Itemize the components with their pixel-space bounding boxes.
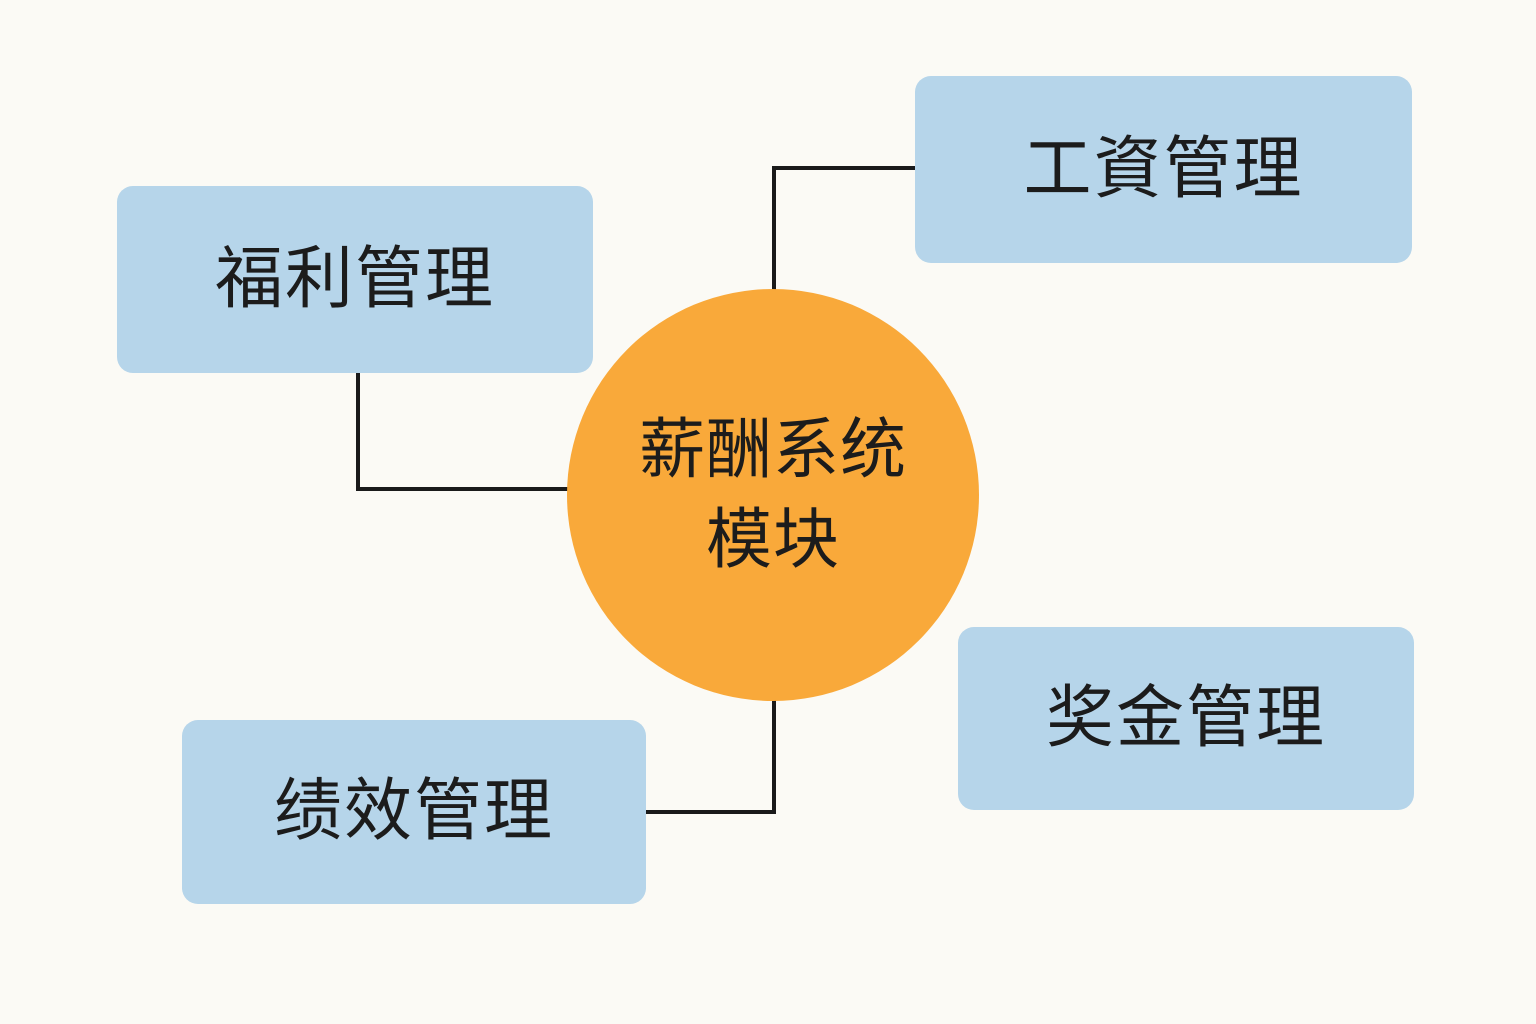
node-salary-management: 工資管理 (915, 76, 1412, 263)
node-label-salary: 工資管理 (1023, 129, 1304, 209)
center-label-line2: 模块 (706, 501, 840, 578)
connector-performance (646, 700, 776, 814)
node-performance-management: 绩效管理 (182, 720, 646, 904)
node-label-bonus: 奖金管理 (1045, 678, 1326, 758)
center-node-compensation-system: 薪酬系统 模块 (567, 289, 979, 701)
connector-welfare (356, 373, 568, 491)
connector-salary (772, 166, 915, 290)
node-label-welfare: 福利管理 (214, 239, 495, 319)
node-bonus-management: 奖金管理 (958, 627, 1414, 810)
node-welfare-management: 福利管理 (117, 186, 593, 373)
node-label-performance: 绩效管理 (273, 772, 554, 851)
center-label-line1: 薪酬系统 (639, 411, 907, 488)
